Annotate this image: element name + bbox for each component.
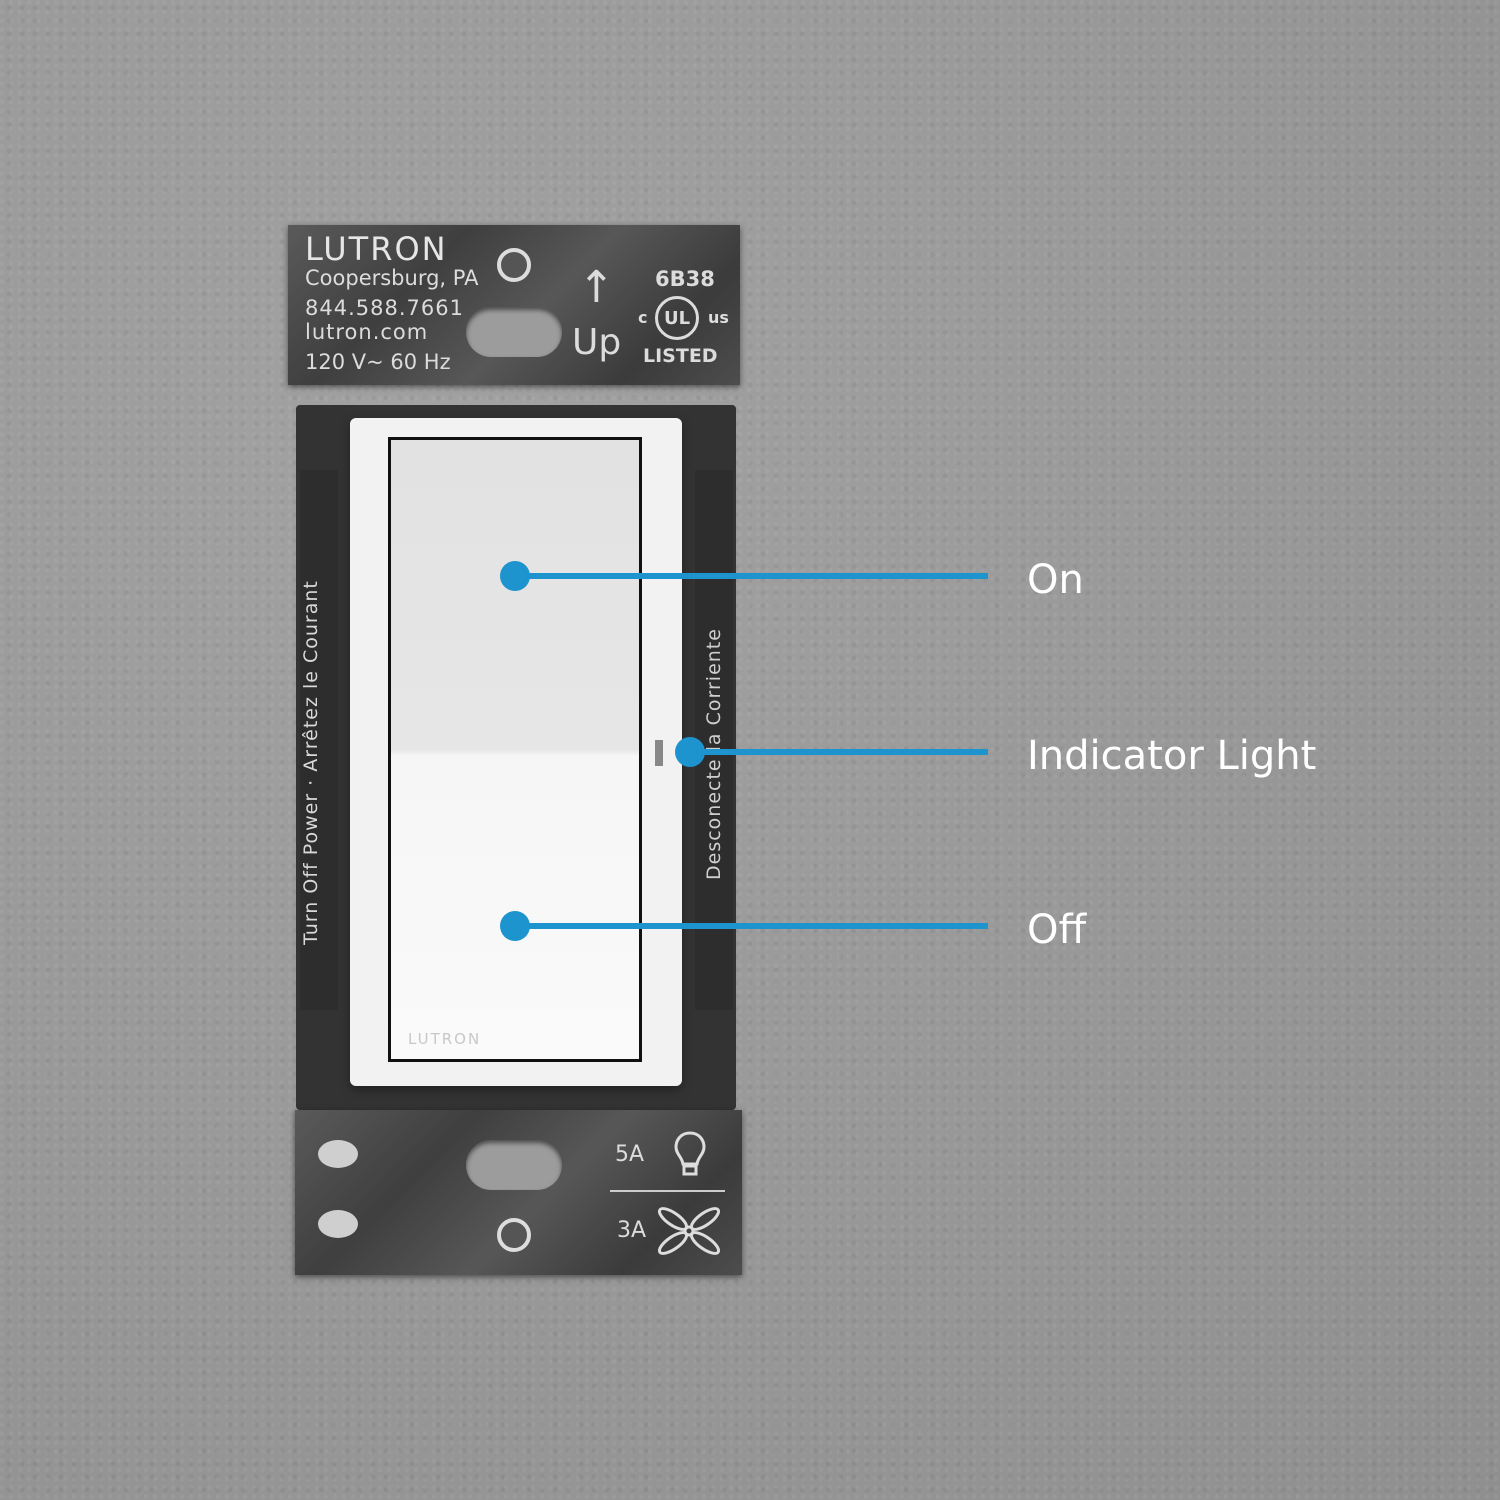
on-callout-line <box>515 573 988 579</box>
off-callout-line <box>515 923 988 929</box>
rocker-brand: LUTRON <box>408 1030 482 1048</box>
strap-city: Coopersburg, PA <box>305 266 479 290</box>
on-callout-label: On <box>1027 557 1084 603</box>
load-fan-rating: 3A <box>617 1218 647 1243</box>
strap-brand: LUTRON <box>305 230 448 268</box>
cert-us: us <box>708 308 729 327</box>
strap-phone: 844.588.7661 <box>305 296 464 320</box>
indicator-callout-line <box>690 749 988 755</box>
frame-right-rail <box>695 470 733 1010</box>
off-callout-label: Off <box>1027 907 1087 953</box>
frame-left-rail <box>300 470 338 1010</box>
terminal-screw <box>318 1140 358 1168</box>
warning-label-en-fr: Turn Off Power · Arrêtez le Courant <box>300 580 322 945</box>
ul-listed-icon: UL <box>655 296 699 340</box>
fan-icon <box>657 1207 721 1255</box>
up-label: Up <box>572 322 622 363</box>
indicator-light <box>655 740 663 766</box>
top-mounting-slot <box>466 307 562 357</box>
model-number: 6B38 <box>655 267 715 291</box>
strap-rating: 120 V~ 60 Hz <box>305 350 451 374</box>
strap-website: lutron.com <box>305 320 429 344</box>
bulb-icon <box>674 1131 706 1176</box>
bottom-screw-hole <box>497 1218 531 1252</box>
indicator-callout-label: Indicator Light <box>1027 733 1317 779</box>
up-arrow-icon: ↑ <box>578 262 615 313</box>
top-screw-hole <box>497 248 531 282</box>
cert-listed: LISTED <box>643 345 718 367</box>
rocker-paddle[interactable] <box>388 437 642 1062</box>
cert-c: c <box>638 308 648 327</box>
bottom-mounting-slot <box>466 1140 562 1190</box>
load-light-rating: 5A <box>615 1142 645 1167</box>
terminal-screw <box>318 1210 358 1238</box>
load-divider <box>610 1190 725 1192</box>
